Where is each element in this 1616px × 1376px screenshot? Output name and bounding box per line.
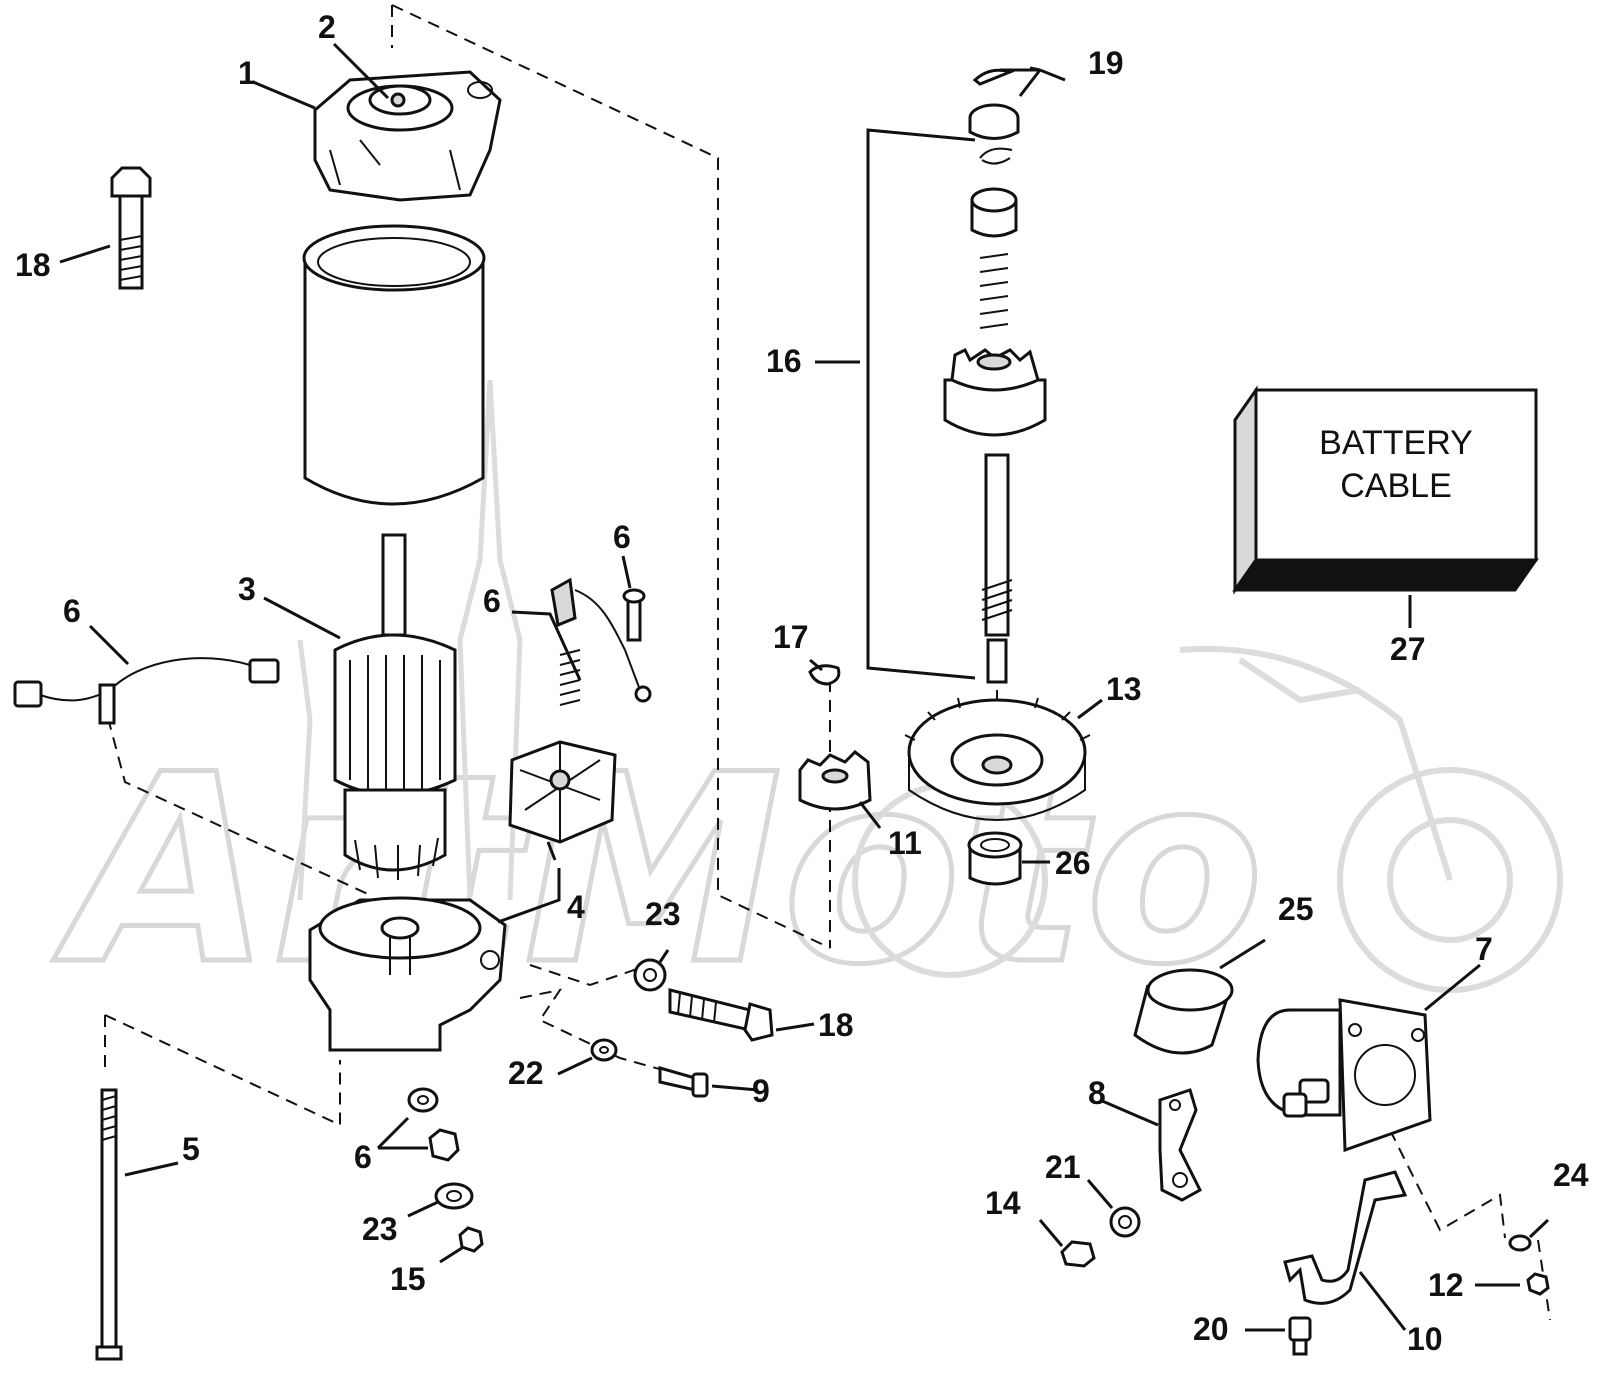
callout-26: 26 (1055, 845, 1091, 881)
callout-10: 10 (1407, 1321, 1443, 1357)
callout-8: 8 (1088, 1075, 1106, 1111)
callout-24: 24 (1553, 1157, 1589, 1193)
brush-plate (508, 740, 617, 844)
solenoid-sleeve (1133, 968, 1234, 1055)
callout-9: 9 (752, 1073, 770, 1109)
battery-cable-label-line2: CABLE (1340, 467, 1452, 505)
armature (333, 533, 457, 880)
callout-11: 11 (888, 825, 922, 861)
bolt-upper (110, 166, 152, 290)
bushing (967, 831, 1023, 886)
clamp-strap (1283, 1170, 1408, 1305)
callout-21: 21 (1045, 1149, 1081, 1185)
retaining-clip (808, 664, 841, 686)
battery-cable-box: BATTERY CABLE (1232, 385, 1539, 595)
pinion-gear (798, 750, 872, 811)
callout-12: 12 (1428, 1267, 1464, 1303)
callouts: 1 2 3 4 5 6 6 6 6 7 8 9 10 11 12 13 14 1… (15, 9, 1589, 1357)
callout-25: 25 (1278, 891, 1314, 927)
brush-and-spring (550, 577, 652, 706)
battery-cable-label-line1: BATTERY (1319, 424, 1473, 462)
callout-4: 4 (567, 889, 585, 925)
motor-frame (302, 224, 486, 506)
callout-27: 27 (1390, 631, 1426, 667)
end-cap-top (313, 70, 502, 202)
callout-13: 13 (1106, 671, 1142, 707)
callout-22: 22 (508, 1055, 544, 1091)
callout-6-wire: 6 (63, 593, 81, 629)
solenoid (1256, 998, 1432, 1153)
callout-6-screw: 6 (613, 519, 631, 555)
callout-3: 3 (238, 571, 256, 607)
callout-1: 1 (238, 55, 256, 91)
through-bolt (95, 1088, 123, 1361)
hardware-lower-right (1060, 1206, 1550, 1356)
callout-5: 5 (182, 1131, 200, 1167)
callout-20: 20 (1193, 1311, 1229, 1347)
callout-17: 17 (773, 619, 809, 655)
callout-23-upper: 23 (645, 896, 681, 932)
callout-14: 14 (985, 1185, 1021, 1221)
end-cap-lower (308, 896, 507, 1052)
callout-19: 19 (1088, 45, 1124, 81)
callout-7: 7 (1475, 931, 1493, 967)
hardware-middle (590, 958, 774, 1098)
callout-15: 15 (390, 1261, 426, 1297)
callout-23-lower: 23 (362, 1211, 398, 1247)
callout-2: 2 (318, 9, 336, 45)
mounting-bracket (1158, 1088, 1202, 1202)
callout-6-brush: 6 (483, 583, 501, 619)
leader-lines (59, 42, 1550, 1332)
drive-assembly (943, 68, 1047, 684)
callout-18-lower: 18 (818, 1007, 854, 1043)
washers-nuts-lower (407, 1087, 484, 1253)
large-gear (904, 690, 1091, 821)
assembly-guide-lines (104, 4, 1551, 1321)
callout-18-upper: 18 (15, 247, 51, 283)
wire-lead (13, 657, 280, 725)
callout-6-washer: 6 (354, 1139, 372, 1175)
callout-16: 16 (766, 343, 802, 379)
